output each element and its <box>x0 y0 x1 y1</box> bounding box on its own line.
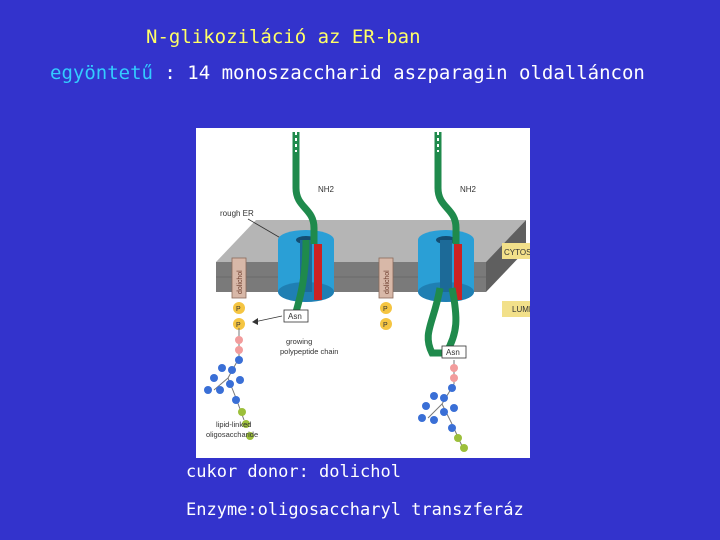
membrane-top <box>216 220 526 262</box>
slide-subtitle: egyöntetű : 14 monoszaccharid aszparagin… <box>50 62 645 84</box>
caption-sugar-donor: cukor donor: dolichol <box>186 462 401 482</box>
subtitle-highlight: egyöntetű <box>50 62 153 84</box>
nh2-label-right: NH2 <box>460 185 477 194</box>
oligosaccharide-right <box>418 360 468 452</box>
asn-label-left: Asn <box>288 312 302 321</box>
dolichol-label-left: dolichol <box>237 270 244 294</box>
phosphate-left-2 <box>233 318 245 330</box>
phosphate-right-1 <box>380 302 392 314</box>
slide-title: N-glikoziláció az ER-ban <box>146 26 421 48</box>
n-glycosylation-figure: CYTOSOL LUMEN rough ER NH2 <box>196 128 530 458</box>
growing-label-2: polypeptide chain <box>280 347 338 356</box>
oligosaccharide-left <box>204 328 254 440</box>
asn-box-right <box>441 345 467 359</box>
phosphate-left-1-label: P <box>236 306 241 313</box>
phosphate-right-2 <box>380 318 392 330</box>
right-chain-loop <box>424 287 460 357</box>
caption-enzyme: Enzyme:oligosaccharyl transzferáz <box>186 500 524 520</box>
phosphate-right-1-label: P <box>383 306 388 313</box>
subtitle-rest: : 14 monoszaccharid aszparagin oldallánc… <box>152 62 645 84</box>
lipid-linked-label-2: oligosaccharide <box>206 430 258 439</box>
asn-arrow-left <box>253 315 283 323</box>
right-chain-upper <box>434 132 460 244</box>
dolichol-left <box>231 257 247 299</box>
left-chain-upper <box>292 132 318 244</box>
growing-label-1: growing <box>286 337 312 346</box>
right-oligosaccharyl-transferase <box>454 244 462 300</box>
rough-er-label: rough ER <box>220 209 254 218</box>
left-oligosaccharyl-transferase <box>314 244 322 300</box>
right-translocon <box>418 230 474 302</box>
asn-box-left <box>283 309 309 323</box>
dolichol-right <box>378 257 394 299</box>
cytosol-label: CYTOSOL <box>504 248 530 257</box>
phosphate-left-1 <box>233 302 245 314</box>
rough-er-pointer <box>247 218 285 241</box>
left-chain-lower <box>292 239 310 313</box>
phosphate-right-2-label: P <box>383 322 388 329</box>
lipid-linked-label-1: lipid-linked <box>216 420 251 429</box>
figure-svg: CYTOSOL LUMEN rough ER NH2 <box>204 132 530 452</box>
phosphate-left-2-label: P <box>236 322 241 329</box>
dolichol-label-right: dolichol <box>384 270 391 294</box>
asn-arrowhead-left <box>252 318 258 325</box>
cytosol-label-box <box>502 243 530 259</box>
lumen-label: LUMEN <box>512 305 530 314</box>
asn-label-right: Asn <box>446 348 460 357</box>
lumen-label-box <box>502 301 530 317</box>
nh2-label-left: NH2 <box>318 185 335 194</box>
